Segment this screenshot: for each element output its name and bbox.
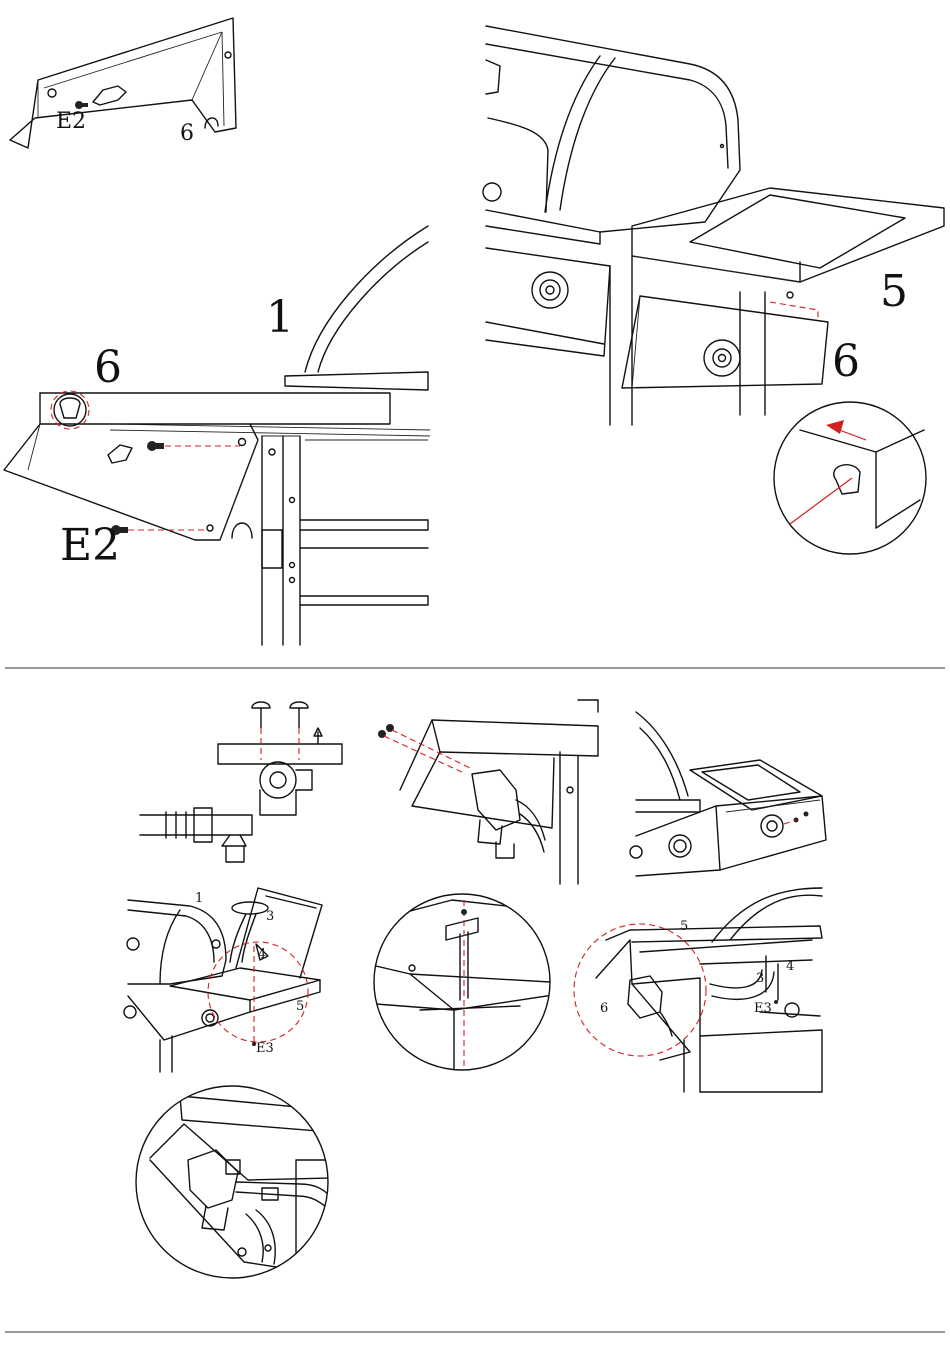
step-e-igniter-detail — [374, 890, 560, 1080]
label-e2-screws: E2 — [60, 520, 120, 571]
e2-screw-icon — [75, 101, 88, 109]
side-shelf-assembly-view: 5 6 — [483, 26, 944, 554]
keyhole-slot-icon — [834, 465, 860, 494]
label-6-inset: 6 — [180, 121, 194, 146]
panel-attachment-view: 1 6 E2 — [4, 226, 430, 645]
label-4-step-d: 4 — [258, 947, 266, 962]
label-4-step-f: 4 — [786, 959, 794, 974]
step-d-igniter-install: 1 3 4 5 E3 — [124, 888, 322, 1072]
screw-icon — [252, 702, 270, 728]
step-g-wiring-detail — [136, 1086, 330, 1278]
screw-icon — [378, 724, 394, 738]
side-panel-inset: E2 6 — [10, 18, 236, 148]
label-5-step-d: 5 — [296, 999, 304, 1014]
keyhole-slot-icon — [48, 89, 56, 97]
e2-screw-icon — [147, 441, 164, 451]
keyhole-detail-callout — [774, 402, 926, 554]
screw-icon — [290, 702, 308, 728]
label-1-step-d: 1 — [195, 891, 203, 906]
step-f-wiring-underside: 5 3 4 6 E3 — [574, 888, 822, 1092]
step-c-knob-screws — [630, 712, 826, 876]
label-e3-step-d: E3 — [256, 1041, 274, 1056]
screw-icon — [794, 812, 809, 823]
label-6-panel-right: 6 — [832, 336, 860, 387]
label-1-grill: 1 — [266, 292, 294, 343]
label-e2-inset: E2 — [56, 109, 86, 134]
keyhole-slot-icon — [60, 398, 80, 418]
label-5-step-f: 5 — [680, 919, 688, 934]
label-3-step-f: 3 — [756, 971, 764, 986]
step-a-valve-bracket — [140, 702, 342, 862]
label-6-step-f: 6 — [600, 1001, 608, 1016]
label-6-panel: 6 — [94, 342, 122, 393]
step-b-panel-valve — [378, 700, 598, 884]
label-3-step-d: 3 — [266, 909, 274, 924]
label-e3-step-f: E3 — [754, 1001, 772, 1016]
label-5-shelf: 5 — [880, 266, 908, 317]
